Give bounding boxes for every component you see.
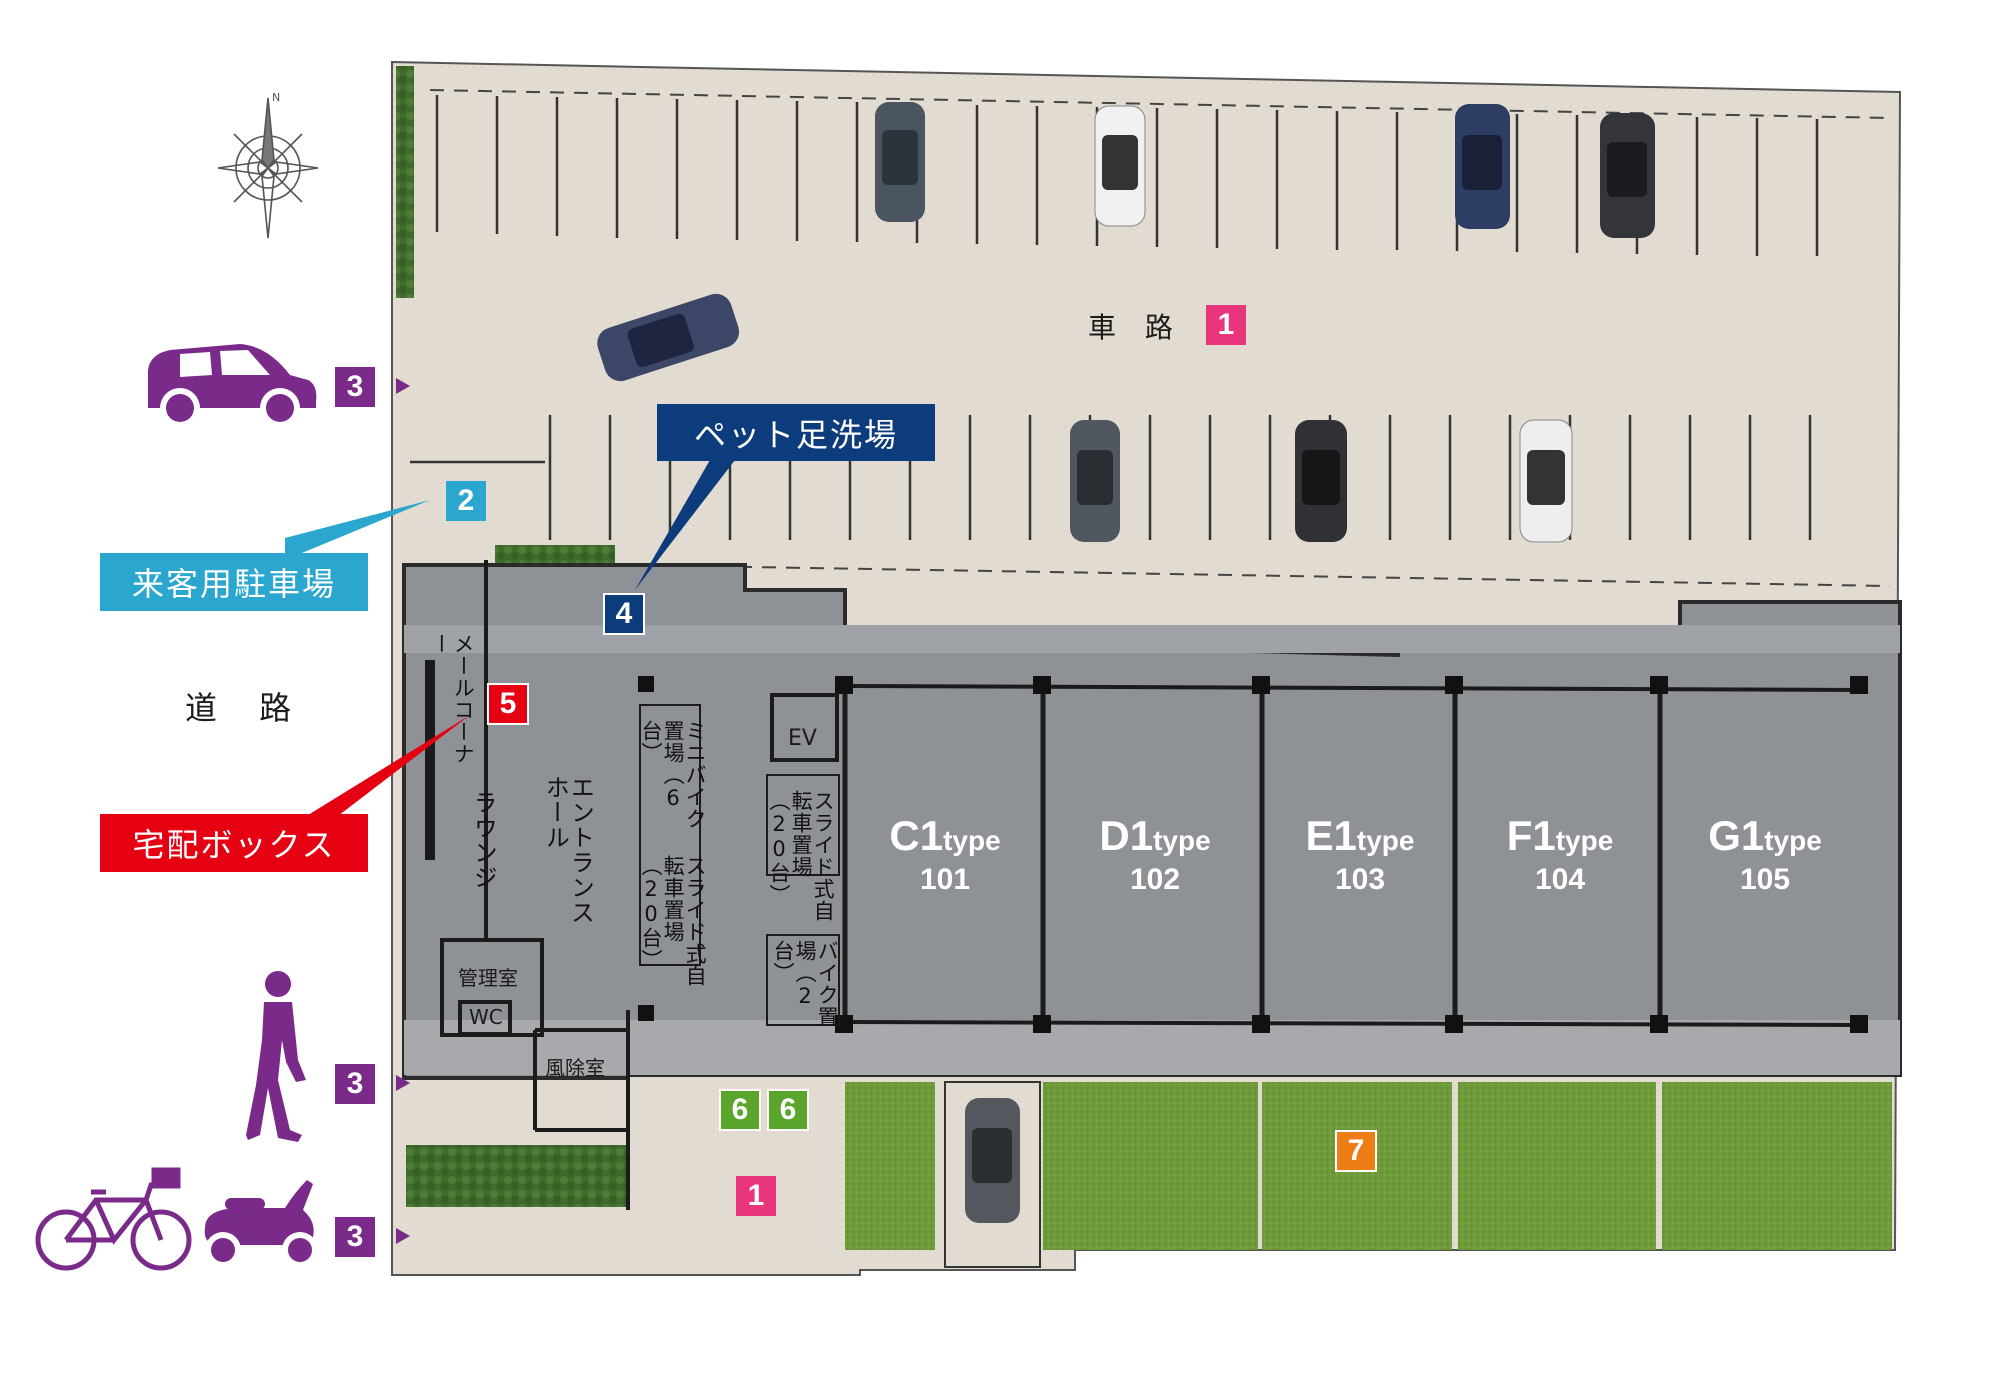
street-label: 道 路 [185, 689, 308, 727]
lawn-5 [1662, 1082, 1892, 1250]
compass-rose-icon [217, 97, 319, 239]
unit-walls [842, 684, 1861, 1027]
unit-number: 103 [1334, 863, 1386, 896]
scooter-icon [204, 1180, 318, 1268]
unit-type-suffix: type [1555, 825, 1614, 856]
badge-car-entry: 3 [335, 367, 375, 407]
pet-wash-banner: ペット足洗場 [657, 404, 935, 461]
ev-label: EV [788, 726, 817, 751]
unit-c1: C1type 101 [875, 815, 1015, 897]
lawn-1 [845, 1082, 935, 1250]
unit-number: 105 [1739, 863, 1791, 896]
entrance-hall-label: エントランスホール [541, 775, 595, 925]
mail-corner-label: メールコーナー [429, 633, 476, 765]
badge-guest: 2 [446, 481, 486, 521]
unit-g1: G1type 105 [1690, 815, 1840, 897]
lawn-4 [1458, 1082, 1656, 1250]
pet-leader [635, 460, 735, 590]
unit-number: 101 [919, 863, 971, 896]
unit-e1: E1type 103 [1290, 815, 1430, 897]
pedestrian-icon [246, 971, 306, 1142]
badge-garden: 7 [1335, 1130, 1377, 1172]
slide-bike-left-label: スライド式自転車置場（20台） [639, 855, 708, 987]
columns [638, 676, 1868, 1033]
bicycle-icon [35, 1167, 192, 1271]
lounge-label: ラウンジ [469, 790, 498, 890]
badge-six-a: 6 [719, 1089, 761, 1131]
unit-f1: F1type 104 [1490, 815, 1630, 897]
unit-type: C1 [889, 812, 944, 859]
management-label: 管理室 [458, 966, 518, 990]
common-walls [425, 560, 840, 1210]
badge-delivery: 5 [487, 683, 529, 725]
badge-walk-entry: 3 [335, 1064, 375, 1104]
hedge-left-top [396, 66, 414, 298]
compass-north-label: N [272, 91, 281, 104]
parking-line-mid [689, 565, 1891, 587]
car [965, 1098, 1020, 1223]
unit-type: F1 [1506, 812, 1556, 859]
car [1070, 420, 1120, 542]
delivery-box-banner: 宅配ボックス [100, 814, 368, 872]
hedge-bottom [406, 1145, 628, 1207]
guest-leader [285, 500, 430, 560]
guest-parking-banner: 来客用駐車場 [100, 553, 368, 611]
badge-pet: 4 [603, 593, 645, 635]
unit-type: E1 [1305, 812, 1357, 859]
car [1094, 105, 1146, 227]
delivery-leader [300, 715, 470, 845]
unit-d1: D1type 102 [1085, 815, 1225, 897]
unit-type: G1 [1708, 812, 1765, 859]
mini-bike-label: ミニバイク置場（6台） [639, 720, 708, 830]
corridor-top [404, 625, 1900, 653]
unit-number: 102 [1129, 863, 1181, 896]
badge-six-b: 6 [767, 1089, 809, 1131]
bike-parking-right-label: バイク置場（2台） [771, 940, 840, 1028]
lawn-2 [1043, 1082, 1258, 1250]
parking-line-top [429, 89, 1891, 119]
car [1600, 113, 1655, 238]
car [1295, 420, 1347, 542]
badge-bike-entry: 3 [335, 1217, 375, 1257]
entry-arrows [396, 378, 410, 1244]
wc-label: WC [469, 1005, 503, 1029]
badge-road-top: 1 [1206, 305, 1246, 345]
unit-type-suffix: type [1153, 825, 1211, 856]
unit-type: D1 [1099, 812, 1154, 859]
car [1455, 104, 1510, 229]
car-icon [148, 344, 317, 428]
roadway-label: 車 路 [1088, 311, 1183, 344]
unit-type-suffix: type [1356, 825, 1415, 856]
car [597, 293, 740, 382]
unit-type-suffix: type [943, 825, 1001, 856]
unit-number: 104 [1534, 863, 1586, 896]
windbreak-label: 風除室 [545, 1056, 605, 1080]
unit-type-suffix: type [1764, 825, 1822, 856]
car [875, 102, 925, 222]
car [1519, 419, 1573, 543]
slide-bike-right-label: スライド式自転車置場（20台） [767, 790, 836, 922]
badge-road-bottom: 1 [736, 1176, 776, 1216]
